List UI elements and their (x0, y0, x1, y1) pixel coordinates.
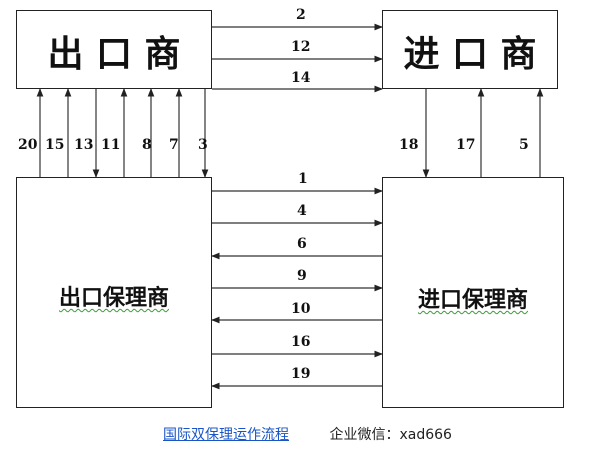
export-factor-box: 出口保理商 (16, 177, 212, 408)
link-label-15: 15 (45, 137, 65, 153)
exporter-box: 出 口 商 (16, 10, 212, 89)
link-label-7: 7 (169, 137, 179, 153)
link-label-10: 10 (291, 301, 311, 317)
exporter-label: 出 口 商 (47, 33, 181, 75)
link-label-8: 8 (142, 137, 152, 153)
export-factor-label: 出口保理商 (58, 285, 169, 311)
link-label-12: 12 (291, 39, 311, 55)
caption-title-link[interactable]: 国际双保理运作流程 (163, 427, 290, 443)
link-label-14: 14 (291, 70, 311, 86)
link-label-17: 17 (456, 137, 476, 153)
link-label-19: 19 (291, 366, 311, 382)
link-label-1: 1 (298, 171, 308, 187)
link-label-2: 2 (296, 7, 306, 23)
caption: 国际双保理运作流程 企业微信：xad666 (0, 424, 615, 444)
importer-box: 进 口 商 (382, 10, 558, 89)
link-label-13: 13 (74, 137, 94, 153)
link-label-11: 11 (101, 137, 121, 153)
link-label-5: 5 (519, 137, 529, 153)
caption-wechat: 企业微信：xad666 (329, 427, 452, 443)
link-label-16: 16 (291, 334, 311, 350)
link-label-4: 4 (297, 203, 307, 219)
import-factor-box: 进口保理商 (382, 177, 564, 408)
link-label-9: 9 (297, 268, 307, 284)
import-factor-label: 进口保理商 (417, 287, 528, 313)
link-label-18: 18 (399, 137, 419, 153)
link-label-20: 20 (18, 137, 38, 153)
importer-label: 进 口 商 (403, 33, 537, 75)
link-label-6: 6 (297, 236, 307, 252)
link-label-3: 3 (198, 137, 208, 153)
